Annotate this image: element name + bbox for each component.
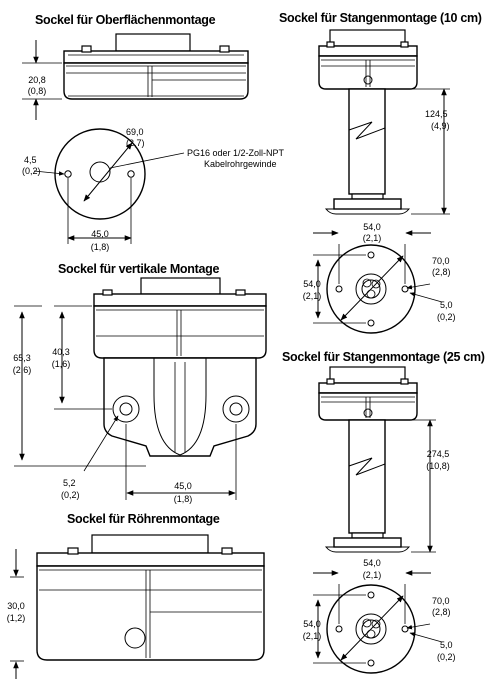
vertical-hole-mm: 5,2 xyxy=(63,478,76,488)
pole10-height-mm: 124,5 xyxy=(425,109,448,119)
title-tube-mount: Sockel für Röhrenmontage xyxy=(67,512,220,526)
surface-conduit-note-2: Kabelrohrgewinde xyxy=(204,159,277,169)
pole25-height-mm: 274,5 xyxy=(427,449,450,459)
pole25-side-mm: 54,0 xyxy=(303,619,321,629)
surface-hole-in: (0,2) xyxy=(22,166,41,176)
vertical-hole-right-icon xyxy=(229,402,243,416)
surface-height-dimension xyxy=(22,40,62,120)
surface-diag-mm: 69,0 xyxy=(126,127,144,137)
tube-conduit-hole-icon xyxy=(124,627,146,649)
pole25-diag-mm: 70,0 xyxy=(432,596,450,606)
pole25-hole-in: (0,2) xyxy=(437,652,456,662)
pole25-bottom-view xyxy=(313,570,443,674)
title-pole-mount-10: Sockel für Stangenmontage (10 cm) xyxy=(279,11,482,25)
pole10-bottom-view xyxy=(313,230,443,334)
vertical-mount-view xyxy=(14,277,267,500)
mount-hole-left-icon xyxy=(64,170,72,178)
pole25-height-in: (10,8) xyxy=(426,461,450,471)
pole10-width-in: (2,1) xyxy=(363,233,382,243)
tube-height-in: (1,2) xyxy=(7,613,26,623)
title-pole-mount-25: Sockel für Stangenmontage (25 cm) xyxy=(282,350,485,364)
pole10-side-in: (2,1) xyxy=(303,291,322,301)
title-vertical-mount: Sockel für vertikale Montage xyxy=(58,262,219,276)
vertical-total-height-in: (2,6) xyxy=(13,365,32,375)
vertical-spacing-in: (1,8) xyxy=(174,494,193,504)
surface-hole-mm: 4,5 xyxy=(24,155,37,165)
pole10-width-mm: 54,0 xyxy=(363,222,381,232)
vertical-spacing-mm: 45,0 xyxy=(174,481,192,491)
pole25-diag-in: (2,8) xyxy=(432,607,451,617)
pole25-side-view xyxy=(318,366,436,553)
pole10-diag-mm: 70,0 xyxy=(432,256,450,266)
pole25-side-in: (2,1) xyxy=(303,631,322,641)
pole10-side-view xyxy=(318,29,450,215)
surface-spacing-in: (1,8) xyxy=(91,242,110,252)
tube-mount-view xyxy=(10,534,265,679)
vertical-hole-height-mm: 40,3 xyxy=(52,347,70,357)
pole10-hole-mm: 5,0 xyxy=(440,300,453,310)
pole25-width-mm: 54,0 xyxy=(363,558,381,568)
surface-diag-in: (2,7) xyxy=(126,138,145,148)
vertical-hole-in: (0,2) xyxy=(61,490,80,500)
surface-height-in: (0,8) xyxy=(28,86,47,96)
pole25-hole-mm: 5,0 xyxy=(440,640,453,650)
surface-spacing-mm: 45,0 xyxy=(91,229,109,239)
pole10-hole-in: (0,2) xyxy=(437,312,456,322)
vertical-total-height-mm: 65,3 xyxy=(13,353,31,363)
tube-height-mm: 30,0 xyxy=(7,601,25,611)
surface-conduit-note-1: PG16 oder 1/2-Zoll-NPT xyxy=(187,148,285,158)
vertical-hole-height-in: (1,6) xyxy=(52,359,71,369)
surface-height-mm: 20,8 xyxy=(28,75,46,85)
title-surface-mount: Sockel für Oberflächenmontage xyxy=(35,13,216,27)
pole10-height-in: (4,9) xyxy=(431,121,450,131)
pole10-side-mm: 54,0 xyxy=(303,279,321,289)
surface-side-view xyxy=(63,33,249,100)
surface-bottom-view xyxy=(33,128,185,244)
pole10-diag-in: (2,8) xyxy=(432,267,451,277)
vertical-hole-left-icon xyxy=(119,402,133,416)
pole25-width-in: (2,1) xyxy=(363,570,382,580)
